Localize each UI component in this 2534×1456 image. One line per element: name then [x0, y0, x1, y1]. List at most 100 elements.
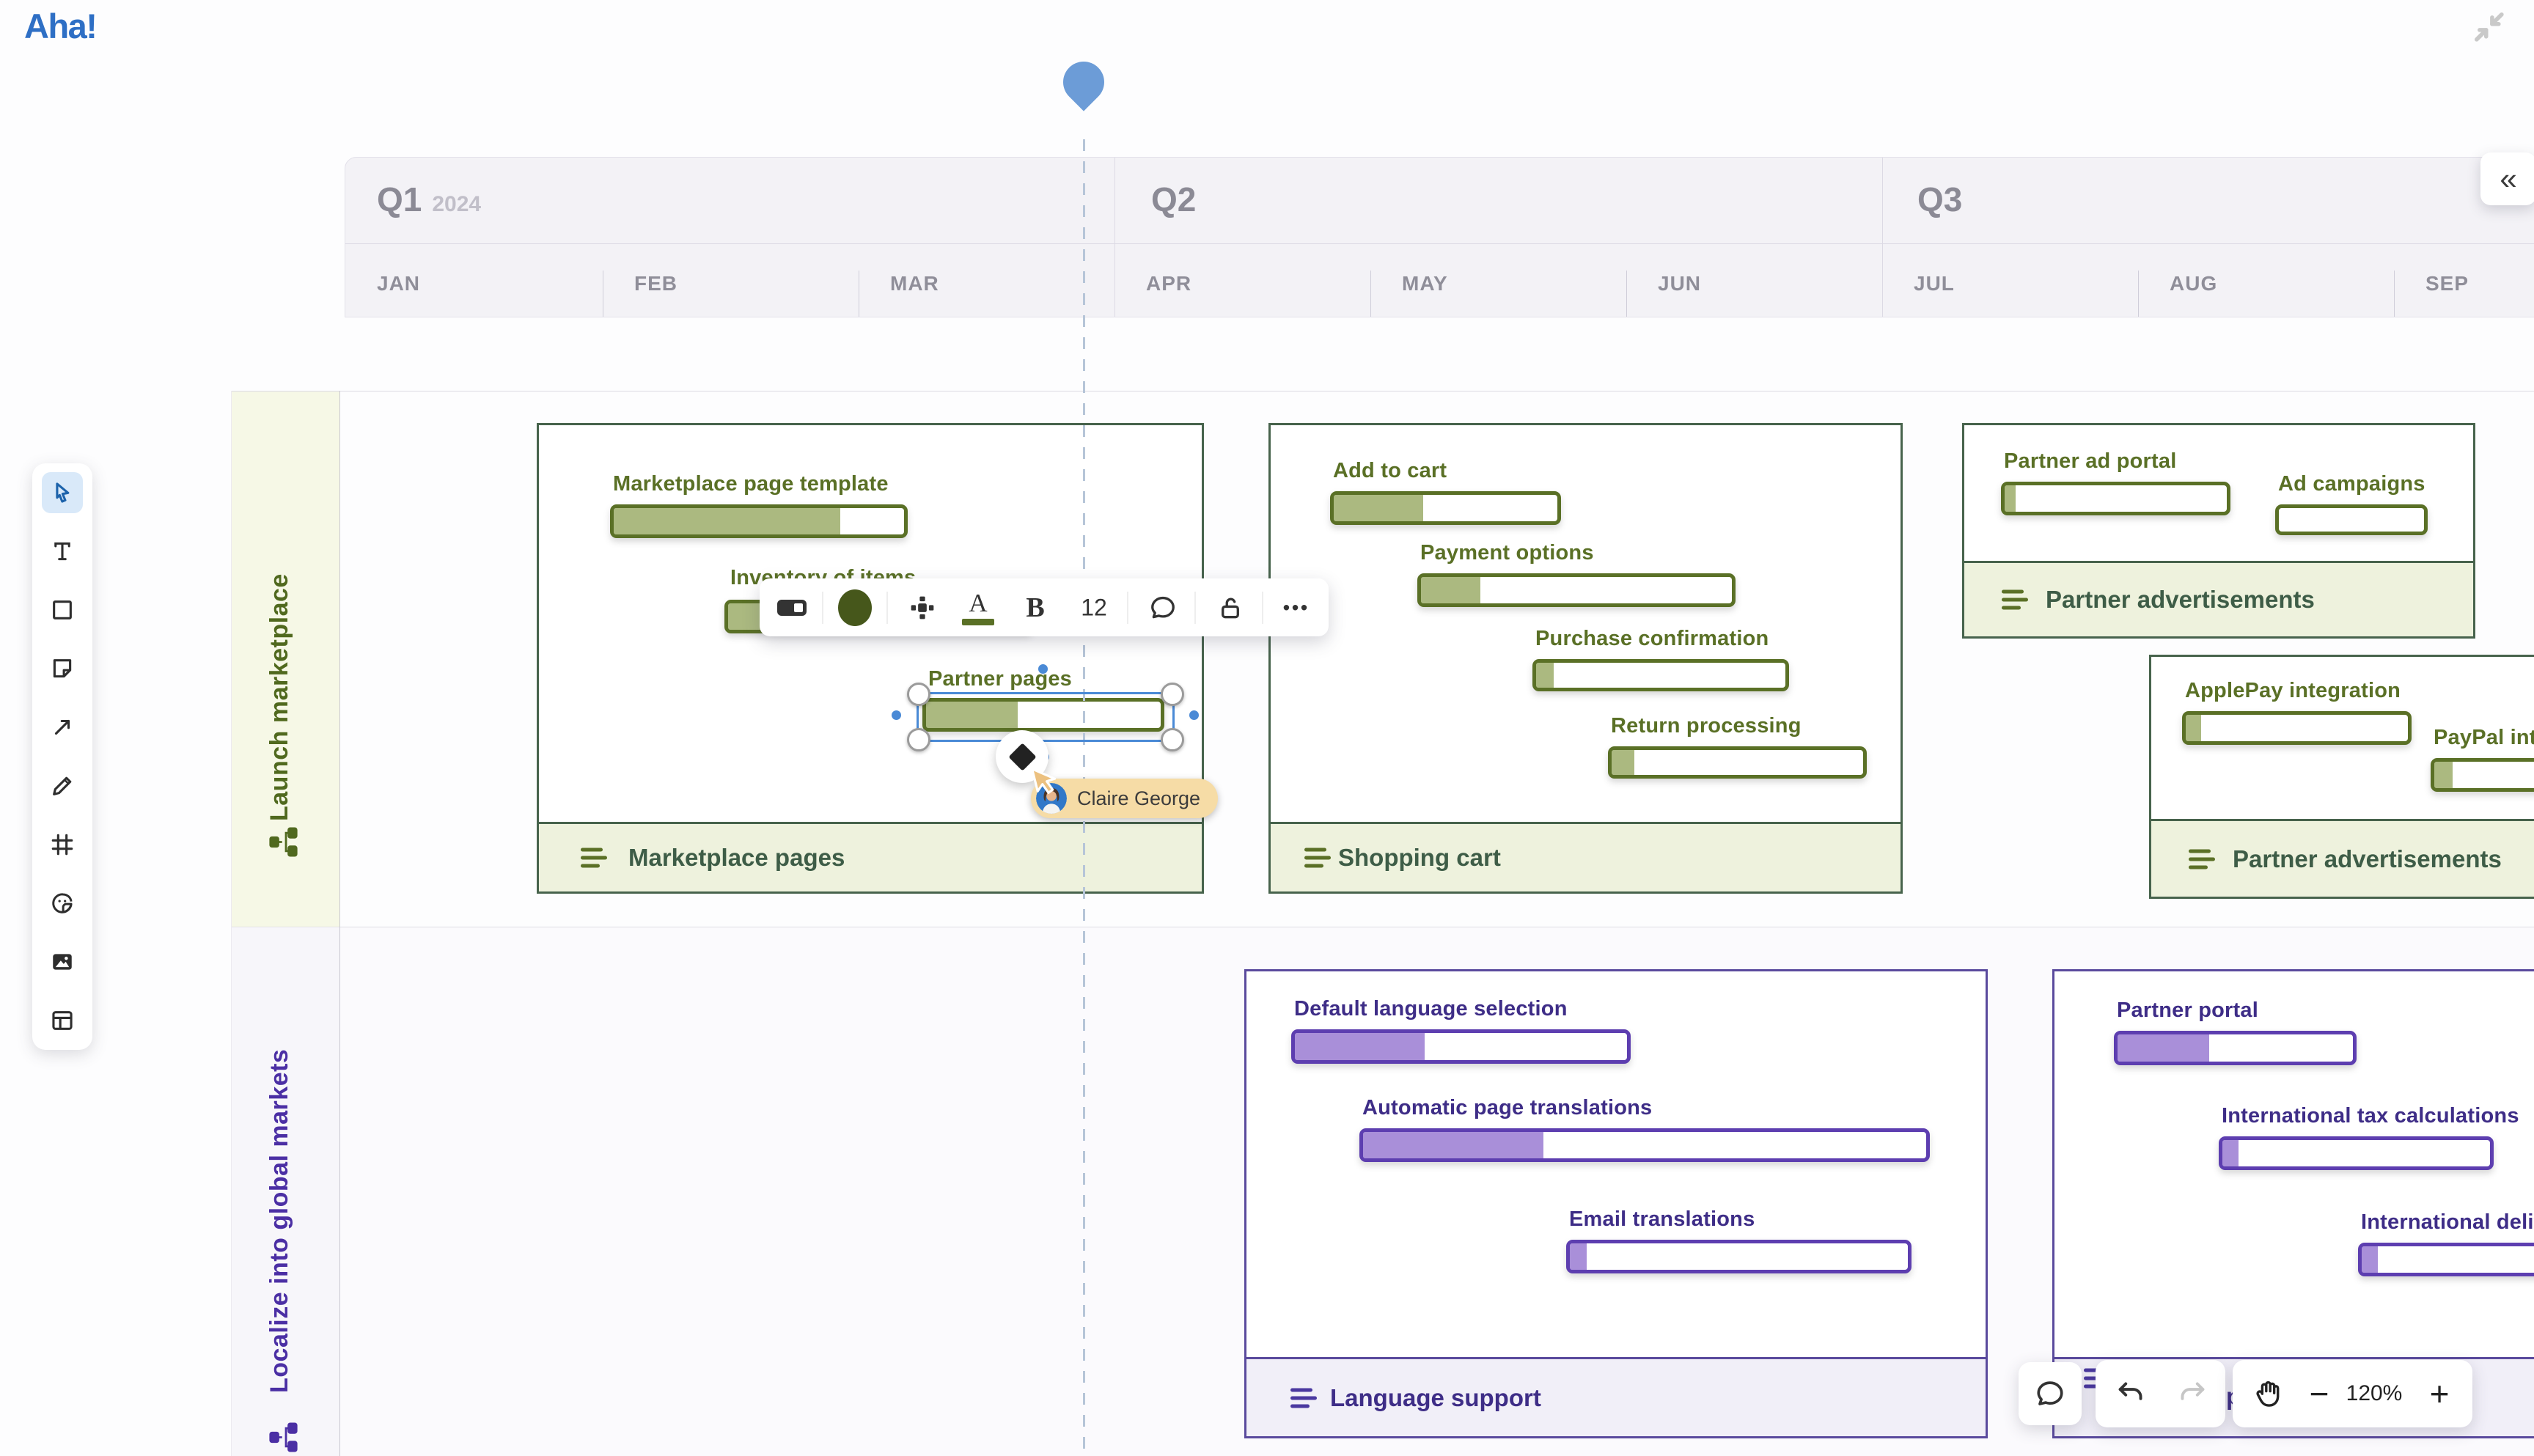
- feature-bar-default-language-selection[interactable]: [1291, 1029, 1631, 1064]
- card-footer[interactable]: Partner advertisements: [1964, 561, 2473, 636]
- feature-bar-partner-pages[interactable]: [922, 698, 1164, 732]
- lane-localize-bg: [232, 928, 339, 1456]
- feature-bar-applepay-integration[interactable]: [2182, 711, 2412, 745]
- resize-handle-sw[interactable]: [907, 728, 930, 751]
- feature-bar-payment-options[interactable]: [1417, 573, 1736, 607]
- feature-label[interactable]: Add to cart: [1333, 459, 1447, 482]
- feature-label[interactable]: Partner pages: [928, 667, 1073, 691]
- release-card-language-support[interactable]: Default language selection Automatic pag…: [1244, 969, 1988, 1438]
- text-tool-button[interactable]: [42, 531, 83, 572]
- font-size-button[interactable]: 12: [1081, 594, 1107, 620]
- drag-handle-icon[interactable]: [1290, 1388, 1317, 1408]
- feature-label[interactable]: Automatic page translations: [1362, 1096, 1653, 1119]
- card-title[interactable]: Partner advertisements: [2046, 586, 2315, 613]
- connector-dot-west[interactable]: [892, 710, 901, 720]
- feature-label[interactable]: Payment options: [1420, 541, 1594, 565]
- pan-hand-button[interactable]: [2252, 1378, 2284, 1410]
- lane-label-localize-global-markets[interactable]: Localize into global markets: [265, 1048, 293, 1393]
- border-padding-button[interactable]: [908, 594, 936, 622]
- feature-label[interactable]: Partner portal: [2117, 999, 2258, 1022]
- feature-bar-add-to-cart[interactable]: [1330, 491, 1561, 525]
- release-card-shopping-cart[interactable]: Add to cart Payment options Purchase con…: [1268, 423, 1903, 894]
- resize-handle-ne[interactable]: [1161, 683, 1184, 706]
- zoom-level[interactable]: 120%: [2346, 1381, 2403, 1405]
- feature-label[interactable]: Marketplace page template: [613, 472, 889, 496]
- sticky-note-tool-button[interactable]: [42, 648, 83, 689]
- separator: [1194, 591, 1196, 624]
- feature-bar-automatic-page-translations[interactable]: [1359, 1128, 1930, 1162]
- more-options-button[interactable]: •••: [1282, 596, 1310, 618]
- comment-button[interactable]: [1149, 594, 1177, 622]
- release-card-partner-advertisements-2[interactable]: ApplePay integration PayPal integration …: [2149, 655, 2534, 899]
- feature-label[interactable]: International deliveries: [2361, 1210, 2534, 1234]
- lock-button[interactable]: [1216, 594, 1244, 622]
- card-title[interactable]: Language support: [1330, 1383, 1541, 1411]
- drag-handle-icon[interactable]: [2002, 589, 2028, 610]
- resize-handle-nw[interactable]: [907, 683, 930, 706]
- bold-button[interactable]: B: [1026, 592, 1045, 623]
- card-footer[interactable]: Partner advertisements: [2151, 819, 2534, 897]
- connector-dot-east[interactable]: [1189, 710, 1199, 720]
- feature-bar-international-tax-calculations[interactable]: [2219, 1136, 2494, 1170]
- drag-handle-icon[interactable]: [2189, 849, 2215, 869]
- frame-tool-button[interactable]: [42, 824, 83, 865]
- card-footer[interactable]: Shopping cart: [1271, 822, 1900, 891]
- feature-bar-purchase-confirmation[interactable]: [1532, 659, 1789, 691]
- drag-handle-icon[interactable]: [1304, 848, 1331, 868]
- image-tool-button[interactable]: [42, 941, 83, 982]
- card-title[interactable]: Shopping cart: [1338, 844, 1501, 871]
- feature-label[interactable]: ApplePay integration: [2185, 679, 2401, 702]
- progress-toggle-button[interactable]: [777, 599, 807, 616]
- month-tick: [1626, 271, 1627, 317]
- feature-bar-partner-ad-portal[interactable]: [2001, 482, 2230, 515]
- card-title[interactable]: Partner advertisements: [2233, 845, 2502, 872]
- connector-dot-north[interactable]: [1038, 664, 1048, 674]
- card-footer[interactable]: Marketplace pages: [539, 822, 1202, 891]
- shape-tool-button[interactable]: [42, 589, 83, 630]
- feature-label[interactable]: PayPal integration: [2434, 726, 2534, 749]
- feature-bar-email-translations[interactable]: [1566, 1240, 1911, 1273]
- workflow-icon: [268, 1421, 304, 1455]
- today-pin-icon[interactable]: [1054, 53, 1113, 111]
- feature-label[interactable]: Purchase confirmation: [1535, 627, 1769, 650]
- feature-bar-marketplace-page-template[interactable]: [610, 504, 908, 538]
- select-tool-button[interactable]: [42, 472, 83, 513]
- progress-fill: [1612, 750, 1634, 775]
- pen-tool-button[interactable]: [42, 765, 83, 806]
- feature-label[interactable]: Email translations: [1569, 1207, 1755, 1231]
- feature-bar-partner-portal[interactable]: [2114, 1031, 2357, 1065]
- feature-label[interactable]: International tax calculations: [2222, 1104, 2519, 1128]
- connector-tool-button[interactable]: [42, 707, 83, 748]
- feature-bar-international-deliveries[interactable]: [2358, 1243, 2534, 1276]
- feature-bar-return-processing[interactable]: [1608, 746, 1867, 779]
- text-color-button[interactable]: A: [962, 590, 994, 625]
- comments-button[interactable]: [2019, 1362, 2082, 1425]
- sticker-tool-button[interactable]: [42, 883, 83, 924]
- chevrons-left-icon: «: [2500, 161, 2517, 196]
- zoom-in-button[interactable]: +: [2429, 1375, 2450, 1413]
- zoom-out-button[interactable]: −: [2309, 1375, 2329, 1413]
- selection-box[interactable]: [917, 692, 1175, 742]
- release-card-partner-advertisements-1[interactable]: Partner ad portal Ad campaigns Partner a…: [1962, 423, 2475, 639]
- release-card-marketplace-pages[interactable]: Marketplace page template Inventory of i…: [537, 423, 1204, 894]
- feature-label[interactable]: Partner ad portal: [2004, 449, 2177, 473]
- template-tool-button[interactable]: [42, 1000, 83, 1041]
- feature-label[interactable]: Default language selection: [1294, 997, 1568, 1021]
- card-footer[interactable]: Language support: [1246, 1357, 1986, 1436]
- redo-button[interactable]: [2176, 1378, 2208, 1410]
- fill-color-button[interactable]: [838, 589, 872, 626]
- collapse-panel-button[interactable]: «: [2480, 152, 2534, 205]
- collaborator-name: Claire George: [1077, 787, 1201, 809]
- exit-fullscreen-icon[interactable]: [2469, 7, 2508, 49]
- resize-handle-se[interactable]: [1161, 728, 1184, 751]
- feature-label[interactable]: Ad campaigns: [2278, 472, 2425, 496]
- lane-label-launch-marketplace[interactable]: Launch marketplace: [265, 573, 293, 821]
- feature-bar-ad-campaigns[interactable]: [2275, 504, 2428, 535]
- card-title[interactable]: Marketplace pages: [628, 844, 845, 871]
- undo-button[interactable]: [2115, 1378, 2147, 1410]
- drag-handle-icon[interactable]: [581, 848, 607, 868]
- feature-label[interactable]: Return processing: [1611, 714, 1802, 738]
- feature-bar-paypal-integration[interactable]: [2431, 758, 2534, 792]
- quarter-divider: [1882, 158, 1883, 317]
